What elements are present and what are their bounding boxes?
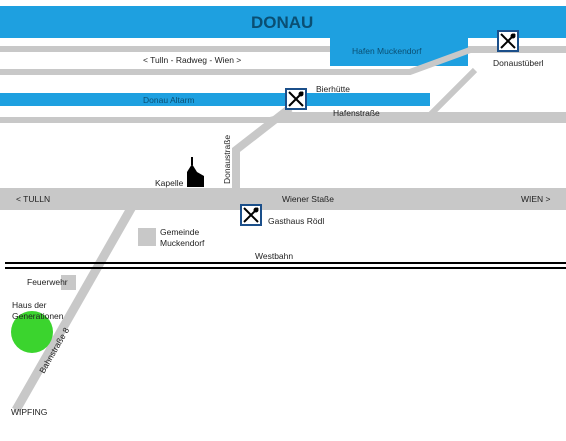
donaustuebel-label: Donaustüberl xyxy=(493,58,544,68)
feuerwehr-building xyxy=(61,275,76,290)
church-icon xyxy=(187,164,204,187)
hafenstrasse-connector xyxy=(290,67,478,118)
gemeinde-label-line2: Muckendorf xyxy=(160,238,205,248)
wipfing-label: WIPFING xyxy=(11,407,47,417)
donaustrasse-road xyxy=(232,104,293,195)
westbahn-label: Westbahn xyxy=(255,251,293,261)
radweg-road-bend xyxy=(0,47,566,75)
hafen-muckendorf-top xyxy=(330,30,466,38)
haus-der-generationen-marker xyxy=(11,311,53,353)
fork-knife-icon xyxy=(240,204,262,226)
church-tower-spire xyxy=(191,157,193,165)
fork-knife-icon xyxy=(497,30,519,52)
donau-altarm xyxy=(0,93,430,106)
tulln-label: < TULLN xyxy=(16,194,50,204)
gasthaus-roedl-label: Gasthaus Rödl xyxy=(268,216,324,226)
donaustrasse-label: Donaustraße xyxy=(222,135,232,184)
kapelle-label: Kapelle xyxy=(155,178,184,188)
radweg-label: < Tulln - Radweg - Wien > xyxy=(143,55,241,65)
gemeinde-label-line1: Gemeinde xyxy=(160,227,199,237)
harbor-label: Hafen Muckendorf xyxy=(352,46,422,56)
river-label: DONAU xyxy=(251,13,313,32)
bahnstrasse-road xyxy=(12,202,137,413)
radweg-road xyxy=(0,46,330,52)
fork-knife-icon xyxy=(285,88,307,110)
wiener-strasse-label: Wiener Staße xyxy=(282,194,334,204)
donau-river xyxy=(0,6,566,38)
donau-altarm-label: Donau Altarm xyxy=(143,95,195,105)
bierhuette-label: Bierhütte xyxy=(316,84,350,94)
feuerwehr-label: Feuerwehr xyxy=(27,277,68,287)
wiener-strasse-road xyxy=(0,188,566,210)
hafenstrasse-label: Hafenstraße xyxy=(333,108,380,118)
gemeinde-building xyxy=(138,228,156,246)
wien-label: WIEN > xyxy=(521,194,551,204)
haus-label-line1: Haus der xyxy=(12,300,47,310)
haus-label-line2: Generationen xyxy=(12,311,64,321)
